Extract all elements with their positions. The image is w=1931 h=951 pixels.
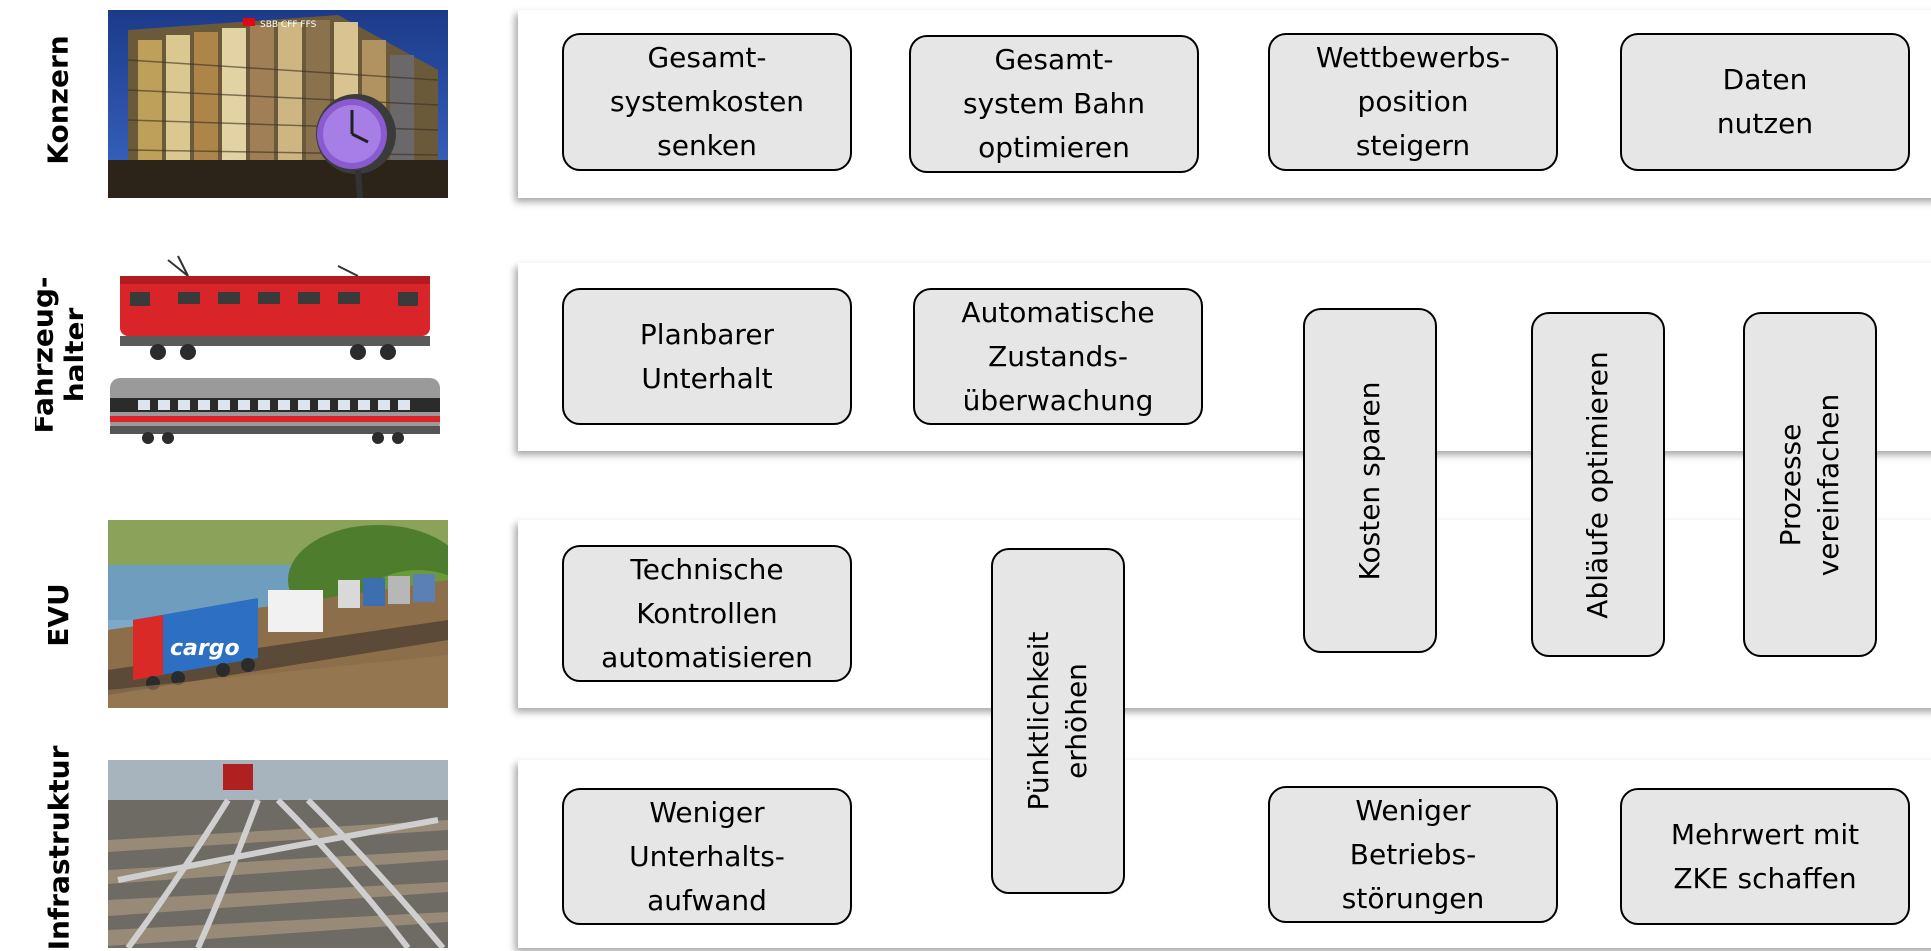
row-label-evu-text: EVU	[42, 583, 76, 647]
goal-technische-kontrollen-automatisieren: Technische Kontrollen automatisieren	[562, 545, 852, 682]
goal-gesamtsystemkosten-senken: Gesamt- systemkosten senken	[562, 33, 852, 171]
goal-ablaeufe-optimieren-text: Abläufe optimieren	[1581, 350, 1614, 619]
row-label-fahrzeughalter: Fahrzeug- halter	[35, 250, 83, 460]
goal-kosten-sparen: Kosten sparen	[1303, 308, 1437, 653]
infrastruktur-tracks-photo	[108, 760, 448, 948]
fahrzeughalter-train-photo	[108, 248, 448, 448]
goal-kosten-sparen-text: Kosten sparen	[1353, 381, 1386, 580]
row-label-konzern: Konzern	[35, 0, 83, 200]
goal-planbarer-unterhalt: Planbarer Unterhalt	[562, 288, 852, 425]
goal-daten-nutzen: Daten nutzen	[1620, 33, 1910, 171]
row-label-evu: EVU	[35, 520, 83, 710]
goal-weniger-unterhaltsaufwand: Weniger Unterhalts- aufwand	[562, 788, 852, 925]
goal-prozesse-vereinfachen-text: Prozesse vereinfachen	[1774, 393, 1845, 576]
goal-prozesse-vereinfachen: Prozesse vereinfachen	[1743, 312, 1877, 657]
goal-ablaeufe-optimieren: Abläufe optimieren	[1531, 312, 1665, 657]
goal-weniger-betriebsstoerungen: Weniger Betriebs- störungen	[1268, 786, 1558, 923]
goal-automatische-zustandsueberwachung: Automatische Zustands- überwachung	[913, 288, 1203, 425]
konzern-building-photo: SBB CFF FFS	[108, 10, 448, 198]
goal-mehrwert-mit-zke-schaffen: Mehrwert mit ZKE schaffen	[1620, 788, 1910, 925]
row-label-infrastruktur: Infrastruktur	[35, 745, 83, 951]
evu-cargo-train-photo: cargo	[108, 520, 448, 708]
row-label-infrastruktur-text: Infrastruktur	[42, 745, 75, 951]
goal-puenktlichkeit-erhoehen: Pünktlichkeit erhöhen	[991, 548, 1125, 894]
row-label-fahrzeughalter-text: Fahrzeug- halter	[35, 276, 83, 434]
sbb-logo-text: SBB CFF FFS	[260, 20, 317, 30]
goal-wettbewerbsposition-steigern: Wettbewerbs- position steigern	[1268, 33, 1558, 171]
cargo-logo-text: cargo	[170, 636, 240, 661]
goal-gesamtsystem-bahn-optimieren: Gesamt- system Bahn optimieren	[909, 35, 1199, 173]
goal-puenktlichkeit-erhoehen-text: Pünktlichkeit erhöhen	[1022, 631, 1093, 811]
row-label-konzern-text: Konzern	[42, 35, 75, 165]
